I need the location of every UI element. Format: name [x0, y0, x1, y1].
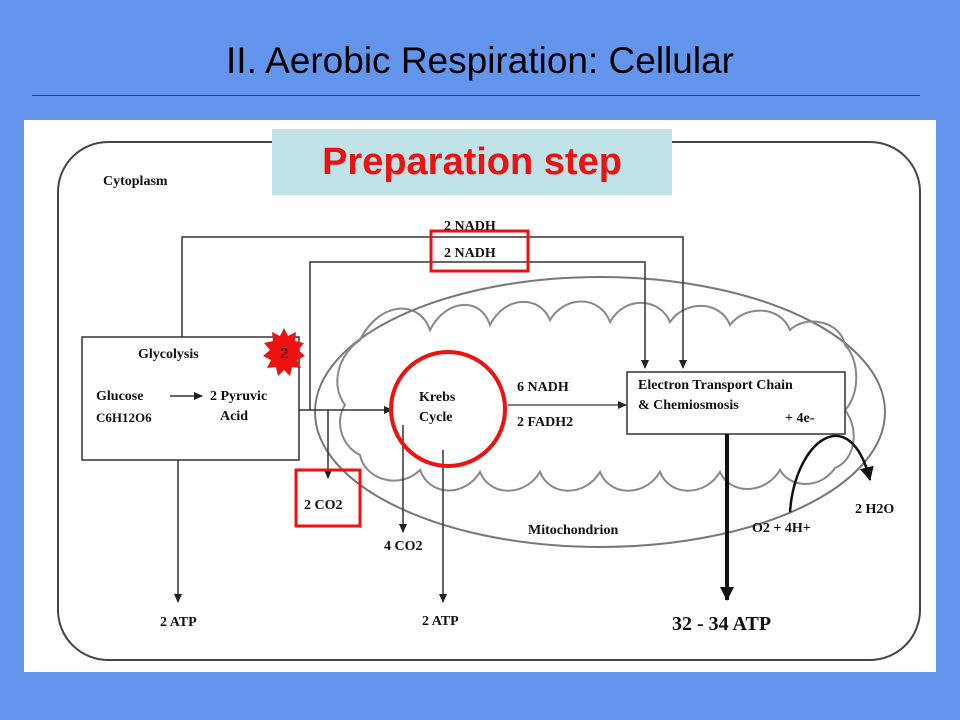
- oxygen-to-water-arrow: [788, 434, 874, 513]
- starburst-badge: [263, 328, 305, 376]
- glucose-label: Glucose: [96, 389, 143, 404]
- nadh-boxed-label: 2 NADH: [444, 246, 496, 261]
- mitochondrion-label: Mitochondrion: [528, 523, 618, 538]
- mitochondrion-inner-membrane: [336, 300, 858, 492]
- electrons-label: + 4e-: [785, 411, 815, 426]
- mitochondrion-outer-membrane: [314, 276, 886, 548]
- etc-box: [626, 371, 846, 435]
- nadh-krebs-label: 6 NADH: [517, 380, 569, 395]
- atp-etc-label: 32 - 34 ATP: [672, 613, 771, 635]
- oxygen-label: O2 + 4H+: [752, 521, 811, 536]
- pyruvic-label-line2: Acid: [220, 409, 248, 424]
- krebs-highlight-circle: [389, 350, 507, 468]
- atp-glycolysis-label: 2 ATP: [160, 615, 197, 630]
- krebs-label-line2: Cycle: [419, 410, 452, 425]
- pyruvic-label-line1: 2 Pyruvic: [210, 389, 267, 404]
- slide-title: II. Aerobic Respiration: Cellular: [226, 40, 734, 81]
- preparation-step-callout: Preparation step: [272, 129, 672, 195]
- water-label: 2 H2O: [855, 502, 894, 517]
- glucose-formula: C6H12O6: [96, 410, 152, 425]
- nadh-highlight-box: [429, 229, 530, 273]
- co2-prep-label: 2 CO2: [304, 498, 343, 513]
- cytoplasm-label: Cytoplasm: [103, 174, 168, 189]
- glycolysis-label: Glycolysis: [138, 347, 199, 362]
- co2-krebs-label: 4 CO2: [384, 539, 423, 554]
- badge-number: 2: [280, 345, 288, 362]
- co2-highlight-box: [294, 468, 362, 528]
- etc-label-line1: Electron Transport Chain: [638, 378, 793, 393]
- krebs-label-line1: Krebs: [419, 390, 456, 405]
- fadh-label: 2 FADH2: [517, 415, 573, 430]
- atp-krebs-label: 2 ATP: [422, 614, 459, 629]
- etc-label-line2: & Chemiosmosis: [638, 398, 739, 413]
- nadh-top-label: 2 NADH: [444, 219, 496, 234]
- nadh-line-inner: [309, 261, 649, 410]
- title-divider: [32, 95, 920, 96]
- glycolysis-box: [81, 336, 300, 461]
